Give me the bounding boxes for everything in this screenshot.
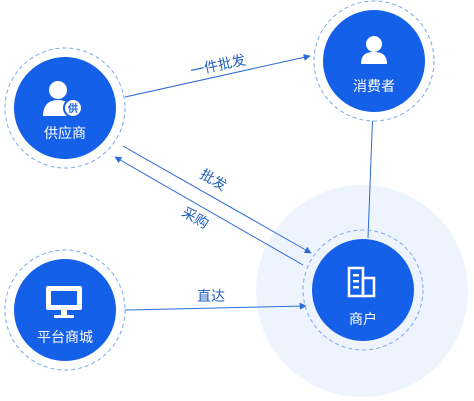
supplier-badge-text: 供 <box>67 102 78 115</box>
edges <box>114 53 377 311</box>
node-platform-label: 平台商城 <box>37 330 93 346</box>
edge-label-merchant-to-supplier: 采购 <box>179 205 211 233</box>
edge-label-platform-to-merchant: 直达 <box>197 288 225 305</box>
edge-supplier-to-consumer <box>124 53 311 98</box>
node-supplier: 供 供应商 <box>4 47 126 169</box>
edge-label-supplier-to-consumer: 一件批发 <box>189 52 247 79</box>
monitor-icon <box>46 286 82 318</box>
node-platform: 平台商城 <box>4 249 126 371</box>
node-consumer-label: 消费者 <box>353 79 395 95</box>
node-merchant-ring <box>302 229 424 351</box>
edge-platform-to-merchant <box>124 302 307 311</box>
edge-merchant-to-supplier <box>114 156 304 266</box>
node-merchant: 商户 <box>302 229 424 351</box>
supplier-badge-icon <box>63 98 83 118</box>
building-icon <box>347 266 376 298</box>
node-merchant-label: 商户 <box>349 311 377 328</box>
node-supplier-label: 供应商 <box>44 125 86 142</box>
supplier-person-icon: 供 <box>43 81 83 118</box>
person-icon <box>361 36 387 64</box>
edge-merchant-to-consumer <box>367 106 377 239</box>
node-consumer: 消费者 <box>313 0 435 122</box>
edge-supplier-to-merchant <box>122 145 312 254</box>
